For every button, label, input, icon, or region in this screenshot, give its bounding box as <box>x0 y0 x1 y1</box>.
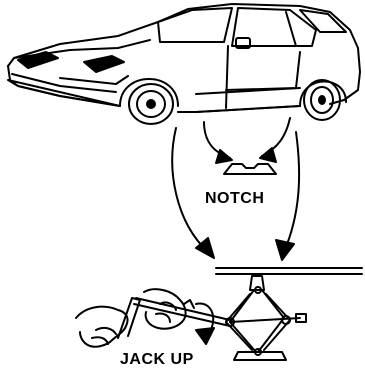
notch-shape <box>224 164 276 174</box>
car-door <box>226 46 300 108</box>
notch-arrows <box>204 118 290 163</box>
jack-up-label: JACK UP <box>120 351 194 369</box>
car-illustration <box>8 4 360 124</box>
scissor-jack <box>226 276 306 360</box>
rotation-arrow <box>196 303 214 344</box>
car-front-wheel <box>120 79 178 124</box>
car-headlight-right <box>84 56 124 72</box>
left-hand <box>76 307 128 347</box>
notch-label: NOTCH <box>205 190 264 208</box>
car-underside-line <box>216 268 362 274</box>
car-windshield <box>158 8 232 42</box>
car-rear-wheel <box>300 80 346 120</box>
